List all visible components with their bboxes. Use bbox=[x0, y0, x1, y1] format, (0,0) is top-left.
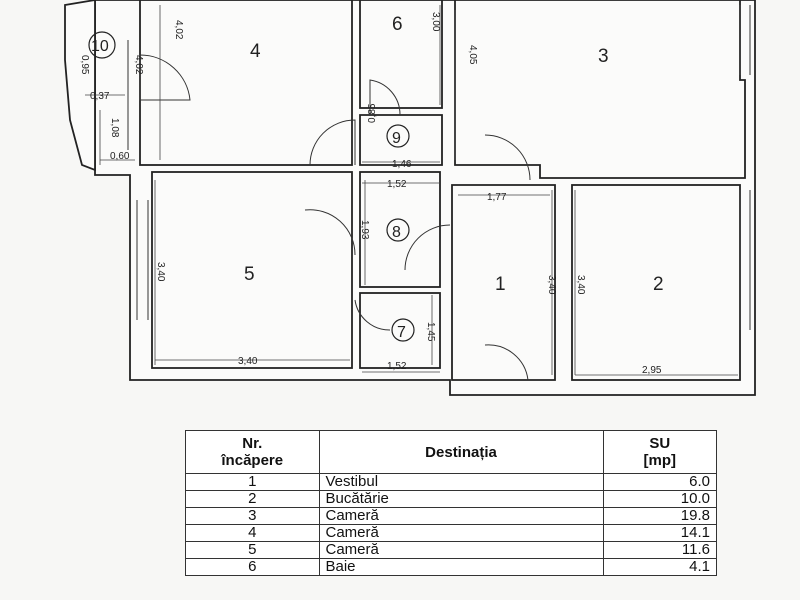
floor-plan: 4 3 6 5 1 2 9 8 7 10 4,02 4,02 0,95 0,37… bbox=[64, 0, 756, 396]
cell-destinatia: Cameră bbox=[318, 524, 604, 542]
cell-nr: 3 bbox=[185, 507, 320, 525]
cell-su: 4.1 bbox=[602, 558, 718, 576]
dim-4-02-b: 4,02 bbox=[133, 55, 144, 75]
cell-su: 10.0 bbox=[602, 490, 718, 508]
windows bbox=[127, 5, 751, 330]
dim-3-00: 3,00 bbox=[430, 12, 441, 32]
dim-1-46: 1,46 bbox=[392, 159, 412, 170]
cell-destinatia: Vestibul bbox=[318, 473, 604, 491]
table-row: 3 Cameră 19.8 bbox=[185, 507, 718, 525]
dim-3-40-bottom: 3,40 bbox=[238, 356, 258, 367]
dim-0-60: 0,60 bbox=[110, 151, 130, 162]
dim-1-08: 1,08 bbox=[109, 118, 120, 138]
table-row: 2 Bucătărie 10.0 bbox=[185, 490, 718, 508]
room-label-5: 5 bbox=[244, 264, 255, 285]
table-row: 1 Vestibul 6.0 bbox=[185, 473, 718, 491]
dim-1-45: 1,45 bbox=[425, 322, 436, 342]
room-label-1: 1 bbox=[495, 274, 506, 295]
room-label-2: 2 bbox=[653, 274, 664, 295]
dim-1-77: 1,77 bbox=[487, 192, 507, 203]
cell-nr: 6 bbox=[185, 558, 320, 576]
dimension-lines bbox=[85, 5, 738, 376]
header-destinatia: Destinația bbox=[318, 430, 604, 474]
dim-0-37: 0,37 bbox=[90, 91, 110, 102]
header-nr: Nr. încăpere bbox=[185, 430, 320, 474]
room-labels: 4 3 6 5 1 2 9 8 7 10 bbox=[88, 14, 664, 342]
dimension-labels: 4,02 4,02 0,95 0,37 1,08 0,60 3,00 4,05 … bbox=[79, 12, 662, 376]
cell-su: 6.0 bbox=[602, 473, 718, 491]
room-label-3: 3 bbox=[598, 46, 609, 67]
cell-su: 14.1 bbox=[602, 524, 718, 542]
dim-2-95: 2,95 bbox=[642, 365, 662, 376]
room-label-9: 9 bbox=[392, 130, 401, 147]
table-header-row: Nr. încăpere Destinația SU [mp] bbox=[185, 430, 718, 474]
dim-1-93: 1,93 bbox=[359, 220, 370, 240]
cell-destinatia: Bucătărie bbox=[318, 490, 604, 508]
walls bbox=[64, 0, 756, 396]
dim-0-85: 0,85 bbox=[367, 103, 378, 123]
cell-su: 19.8 bbox=[602, 507, 718, 525]
cell-destinatia: Cameră bbox=[318, 507, 604, 525]
dim-0-95: 0,95 bbox=[79, 55, 90, 75]
room-label-6: 6 bbox=[392, 14, 403, 35]
cell-nr: 5 bbox=[185, 541, 320, 559]
dim-3-40-mid: 3,40 bbox=[546, 275, 557, 295]
table-row: 4 Cameră 14.1 bbox=[185, 524, 718, 542]
cell-su: 11.6 bbox=[602, 541, 718, 559]
doors bbox=[139, 54, 531, 381]
cell-nr: 4 bbox=[185, 524, 320, 542]
dim-4-02-a: 4,02 bbox=[173, 20, 184, 40]
header-su: SU [mp] bbox=[602, 430, 718, 474]
table-row: 5 Cameră 11.6 bbox=[185, 541, 718, 559]
room-label-7: 7 bbox=[397, 324, 406, 341]
dim-4-05: 4,05 bbox=[467, 45, 478, 65]
dim-3-40-right: 3,40 bbox=[575, 275, 586, 295]
cell-nr: 2 bbox=[185, 490, 320, 508]
room-label-4: 4 bbox=[250, 41, 261, 62]
rooms-table: Nr. încăpere Destinația SU [mp] 1 Vestib… bbox=[185, 430, 718, 576]
cell-destinatia: Cameră bbox=[318, 541, 604, 559]
dim-1-52-bottom: 1,52 bbox=[387, 361, 407, 372]
room-label-10: 10 bbox=[91, 38, 109, 55]
cell-nr: 1 bbox=[185, 473, 320, 491]
dim-3-40-left: 3,40 bbox=[155, 262, 166, 282]
cell-destinatia: Baie bbox=[318, 558, 604, 576]
table-row: 6 Baie 4.1 bbox=[185, 558, 718, 576]
room-label-8: 8 bbox=[392, 224, 401, 241]
dim-1-52-top: 1,52 bbox=[387, 179, 407, 190]
